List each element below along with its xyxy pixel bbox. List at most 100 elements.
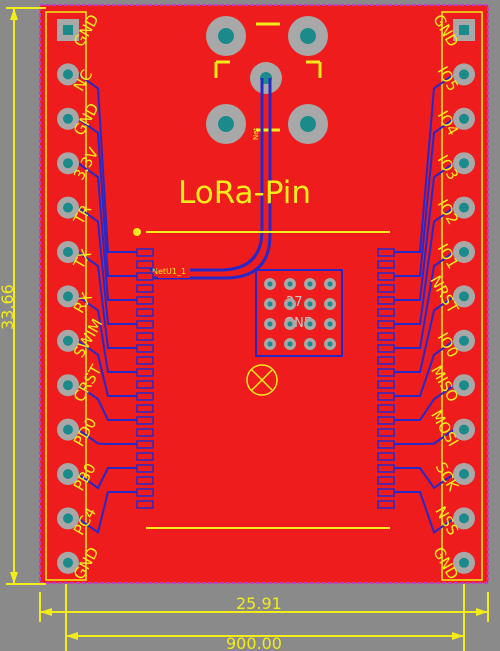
chip-pad-hole — [267, 321, 273, 327]
pin-left-5 — [57, 241, 79, 263]
pin-right-5 — [453, 241, 475, 263]
module-pad-left — [136, 368, 154, 377]
chip-pad-hole — [307, 281, 313, 287]
chip-pad-hole — [327, 301, 333, 307]
pin-left-10 — [57, 463, 79, 485]
pin-hole — [63, 113, 73, 124]
module-pad-right — [377, 464, 395, 473]
module-pad-right — [377, 308, 395, 317]
pin-hole — [459, 469, 469, 479]
module-pad-left — [136, 404, 154, 413]
module-pad-left — [136, 464, 154, 473]
pin-hole — [63, 25, 73, 35]
pin-left-11 — [57, 507, 79, 530]
pin-left-8 — [57, 374, 79, 397]
module-pad-left — [136, 416, 154, 425]
pin-hole — [459, 69, 469, 80]
trace-right — [394, 339, 455, 397]
trace-left — [77, 251, 137, 349]
width-dimension-outer-value: 900.00 — [226, 634, 282, 651]
pin-right-8 — [453, 374, 475, 397]
pin-hole — [63, 69, 73, 80]
antenna-connector — [206, 16, 328, 144]
module-pad-right — [377, 368, 395, 377]
module-pad-left — [136, 500, 154, 509]
module-pad-right — [377, 356, 395, 365]
chip-pad-hole — [327, 341, 333, 347]
pin-hole — [459, 513, 469, 524]
board-outline — [39, 4, 489, 584]
chip-pad-hole — [287, 321, 293, 327]
pin-left-6 — [57, 285, 79, 308]
trace-left — [77, 491, 137, 535]
module-pad-left — [136, 320, 154, 329]
chip-pad-hole — [287, 301, 293, 307]
via-net-label: Net — [252, 127, 260, 140]
pin-left-1 — [57, 63, 79, 86]
width-dimension-outer: 900.00 — [65, 584, 465, 651]
trace-left — [77, 428, 137, 445]
module-pad-right — [377, 260, 395, 269]
pin-left-2 — [57, 107, 79, 130]
trace-left — [77, 295, 137, 373]
module-pad-right — [377, 248, 395, 257]
module-pad-left — [136, 476, 154, 485]
module-pad-left — [136, 248, 154, 257]
pin-hole — [459, 335, 469, 346]
left-header-outline — [45, 11, 87, 581]
module-pad-right — [377, 404, 395, 413]
chip-pad-hole — [307, 321, 313, 327]
module-pad-left — [136, 332, 154, 341]
module-pad-right — [377, 320, 395, 329]
module-pad-right — [377, 344, 395, 353]
pin-hole — [63, 513, 73, 524]
pin-hole — [459, 557, 469, 568]
chip-pad-hole — [327, 281, 333, 287]
pin-right-12 — [453, 551, 475, 574]
module-pad-left — [136, 344, 154, 353]
pin-hole — [459, 25, 469, 35]
trace-right — [394, 162, 455, 301]
pin-hole — [459, 291, 469, 302]
trace-right — [394, 251, 455, 349]
chip-pad-hole — [267, 301, 273, 307]
chip-pad-hole — [327, 321, 333, 327]
module-pad-right — [377, 476, 395, 485]
trace-left — [77, 206, 137, 325]
width-dimension-inner-value: 25.91 — [236, 594, 282, 613]
module-pad-right — [377, 488, 395, 497]
trace-right — [394, 206, 455, 325]
module-pad-left — [136, 356, 154, 365]
pin-left-4 — [57, 196, 79, 219]
pin-left-12 — [57, 551, 79, 574]
pin-right-9 — [453, 418, 475, 441]
pin-right-7 — [453, 329, 475, 352]
pin-hole — [63, 335, 73, 346]
pin-left-9 — [57, 418, 79, 441]
module-pad-right — [377, 428, 395, 437]
module-pad-right — [377, 296, 395, 305]
pin-right-2 — [453, 107, 475, 130]
trace-left — [77, 384, 137, 421]
module-outline — [133, 228, 390, 529]
module-pad-left — [136, 380, 154, 389]
pin-right-3 — [453, 152, 475, 175]
module-pad-left — [136, 392, 154, 401]
module-pad-left — [136, 308, 154, 317]
pin-left-7 — [57, 329, 79, 352]
pin-hole — [459, 113, 469, 124]
pin-right-0 — [453, 19, 475, 41]
trace-left — [77, 73, 137, 253]
module-pad-left — [136, 488, 154, 497]
pin-right-6 — [453, 285, 475, 308]
pin-hole — [63, 291, 73, 302]
pin-hole — [63, 158, 73, 169]
height-dimension-value: 33.66 — [0, 284, 17, 330]
pin-hole — [63, 469, 73, 479]
module-pad-left — [136, 296, 154, 305]
chip-pad-hole — [267, 281, 273, 287]
pin-hole — [63, 557, 73, 568]
width-dimension-inner: 25.91 — [39, 592, 489, 622]
module-pad-right — [377, 332, 395, 341]
